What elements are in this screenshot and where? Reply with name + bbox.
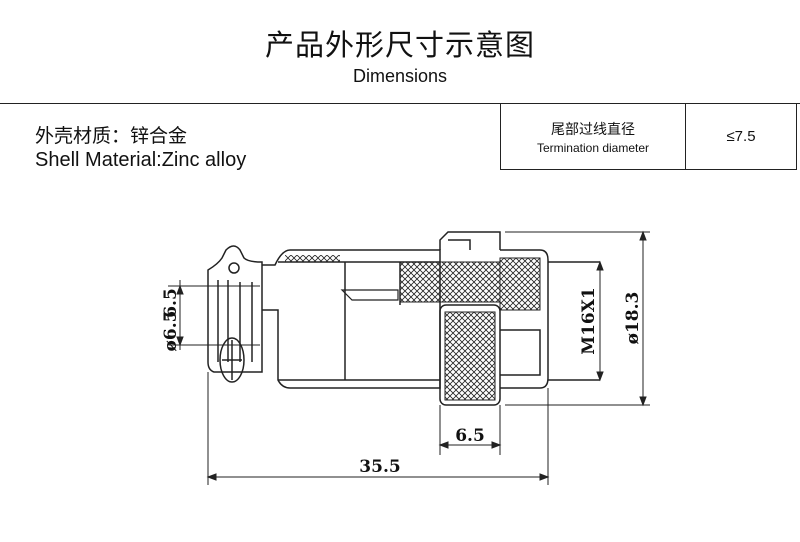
page-subtitle: Dimensions (352, 66, 448, 86)
material-label-en: Shell Material:Zinc alloy (35, 149, 247, 171)
connector-outline (207, 231, 600, 406)
page-title: 产品外形尺寸示意图 (264, 28, 535, 62)
material-label-cn: 外壳材质：锌合金 (35, 125, 188, 147)
spec-label-cell: 尾部过线直径 Termination diameter (501, 103, 686, 169)
spec-value: ≤7.5 (726, 128, 756, 145)
dim-thread: M16X1 (579, 287, 599, 355)
spec-table: 尾部过线直径 Termination diameter ≤7.5 (500, 103, 797, 170)
dimension-lines (168, 230, 650, 485)
spec-label-en: Termination diameter (536, 141, 650, 155)
dim-total-length: 35.5 (359, 457, 400, 477)
dim-inner-diameter: ø6.5 (161, 311, 181, 352)
header-divider (0, 103, 800, 104)
spec-label-cn: 尾部过线直径 (551, 122, 635, 138)
dim-inner-diameter-top: 6.5 (161, 288, 181, 318)
dim-outer-diameter: ø18.3 (623, 292, 643, 345)
dim-flange-width: 6.5 (455, 426, 485, 446)
section-hatching (285, 255, 541, 401)
